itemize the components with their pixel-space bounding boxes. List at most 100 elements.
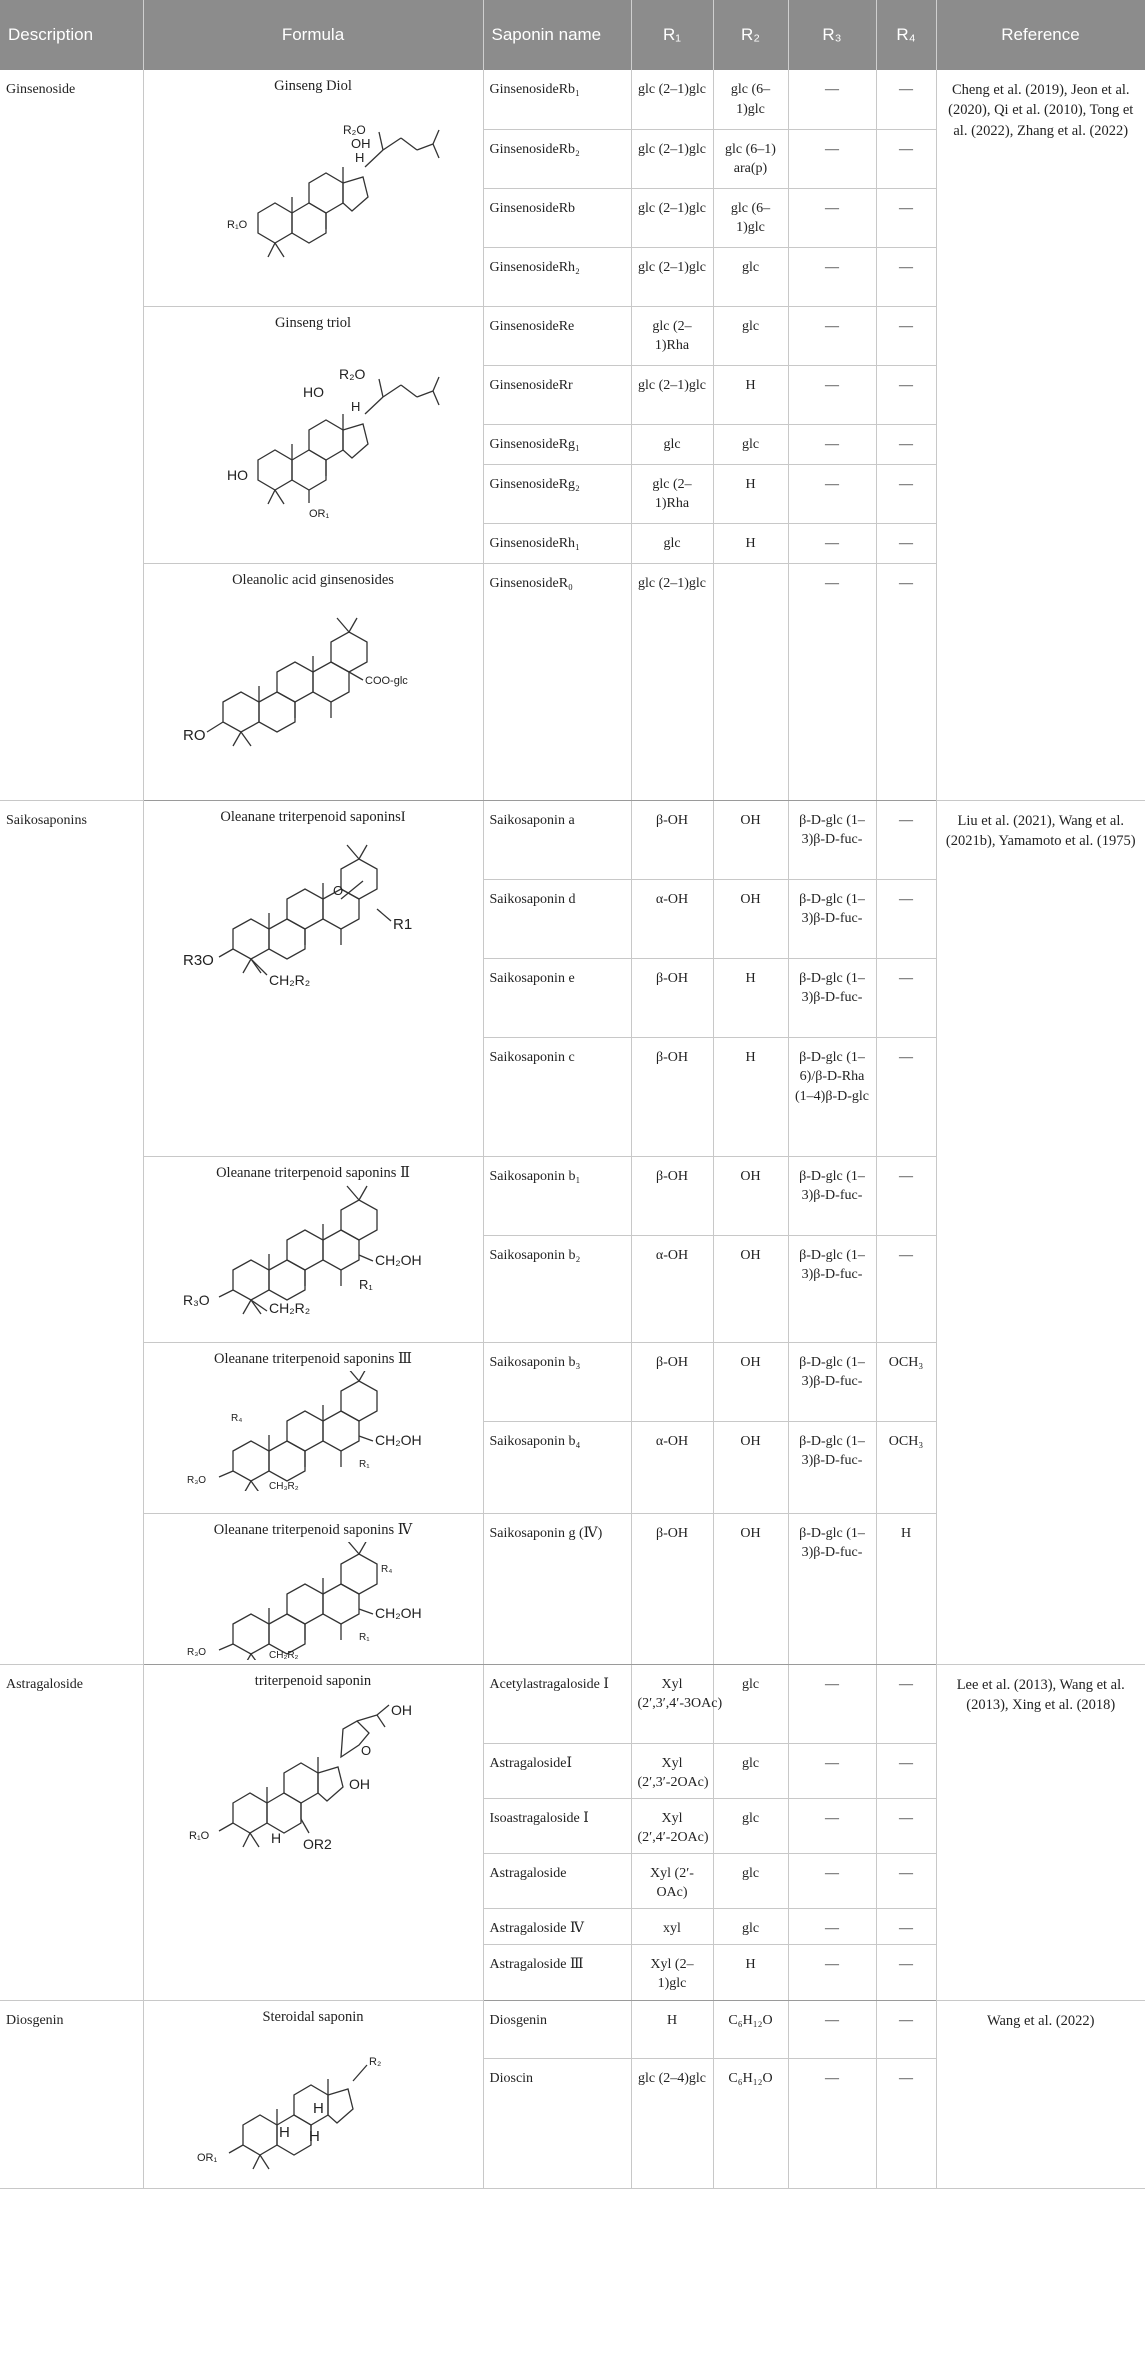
r1-value: Xyl (2′,4′-2OAc) <box>631 1798 714 1854</box>
r1-value: xyl <box>631 1908 714 1945</box>
r2-value: H <box>713 1037 789 1157</box>
saponin-name: GinsenosideRb <box>483 188 632 248</box>
r1-value: glc (2–1)glc <box>631 247 714 307</box>
label-ho: HO <box>303 384 324 400</box>
oleanolic-acid-structure: COO-glc RO <box>183 617 408 747</box>
formula-oleanane-saponins-4: Oleanane triterpenoid saponins Ⅳ R₄ CH₂O… <box>143 1513 484 1665</box>
saponin-name: Saikosaponin b₄ <box>483 1421 632 1514</box>
r2-value: OH <box>713 1513 789 1665</box>
table-row: GinsenosideRr glc (2–1)glc H — — <box>0 365 1145 425</box>
r2-value: OH <box>713 1235 789 1343</box>
r4-value: — <box>876 958 937 1038</box>
r2-value: glc <box>713 1743 789 1799</box>
r4-value: — <box>876 365 937 425</box>
r1-value: glc (2–1)Rha <box>631 306 714 366</box>
label-r1: R1 <box>393 916 412 933</box>
saponin-name: GinsenosideRh₁ <box>483 523 632 564</box>
label-r3o: R₃O <box>183 1292 210 1308</box>
label-ch2r2: CH₂R₂ <box>269 1650 299 1660</box>
table-row: Saikosaponin d α-OH OH β-D-glc (1–3)β-D-… <box>0 879 1145 959</box>
r3-value: — <box>788 1944 877 2001</box>
saponin-name: GinsenosideRg₁ <box>483 424 632 465</box>
table-row: Oleanane triterpenoid saponins Ⅳ R₄ CH₂O… <box>0 1513 1145 1665</box>
r4-value: — <box>876 2058 937 2189</box>
header-r4: R₄ <box>876 0 937 70</box>
label-r3o: R₃O <box>187 1475 206 1486</box>
r4-value: — <box>876 1235 937 1343</box>
r2-value: H <box>713 523 789 564</box>
table-row: GinsenosideRg₁ glc glc — — <box>0 424 1145 465</box>
header-row: Description Formula Saponin name R₁ R₂ R… <box>0 0 1145 70</box>
r4-value: — <box>876 1156 937 1236</box>
label-coo-glc: COO-glc <box>365 675 408 687</box>
saponin-name: Saikosaponin c <box>483 1037 632 1157</box>
r1-value: α-OH <box>631 1235 714 1343</box>
r4-value: — <box>876 129 937 189</box>
r1-value: glc (2–1)glc <box>631 129 714 189</box>
label-oh: OH <box>351 136 371 151</box>
saponin-name: Saikosaponin a <box>483 800 632 880</box>
r1-value: glc <box>631 523 714 564</box>
saponin-name: Dioscin <box>483 2058 632 2189</box>
r3-value: — <box>788 365 877 425</box>
r3-value: — <box>788 129 877 189</box>
r2-value: H <box>713 365 789 425</box>
r4-value: — <box>876 188 937 248</box>
oleanane-saponin-1-structure: O R1 R3O CH₂R₂ <box>183 844 412 988</box>
header-r1: R₁ <box>631 0 714 70</box>
label-ch2oh: CH₂OH <box>375 1252 422 1268</box>
formula-steroidal-saponin: Steroidal saponin R₂ H H H OR₁ <box>143 2000 484 2189</box>
saponin-name: Saikosaponin b₃ <box>483 1342 632 1422</box>
reference-diosgenin: Wang et al. (2022) <box>936 2000 1145 2189</box>
header-description: Description <box>0 0 144 70</box>
r3-value: — <box>788 2058 877 2189</box>
table-row: Dioscin glc (2–4)glc C₆H₁₂O — — <box>0 2058 1145 2189</box>
table-row: GinsenosideRh₁ glc H — — <box>0 523 1145 564</box>
label-r4: R₄ <box>381 1564 392 1575</box>
saponin-name: AstragalosideⅠ <box>483 1743 632 1799</box>
table-row: Astragaloside Ⅳ xyl glc — — <box>0 1908 1145 1945</box>
r3-value: β-D-glc (1–6)/β-D-Rha (1–4)β-D-glc <box>788 1037 877 1157</box>
diosgenin-structure: R₂ H H H OR₁ <box>197 2056 381 2170</box>
saponin-name: Astragaloside Ⅳ <box>483 1908 632 1945</box>
label-h: H <box>351 399 360 414</box>
r2-value <box>713 563 789 801</box>
r4-value: — <box>876 1798 937 1854</box>
r4-value: — <box>876 800 937 880</box>
r2-value: H <box>713 1944 789 2001</box>
table-row: Saikosaponin e β-OH H β-D-glc (1–3)β-D-f… <box>0 958 1145 1038</box>
astragaloside-structure: OH O OH R₁O H OR2 <box>189 1702 412 1852</box>
table-row: Ginseng triol HO R₂O H HO OR₁ <box>0 306 1145 564</box>
table-row: GinsenosideRb₂ glc (2–1)glc glc (6–1) ar… <box>0 129 1145 189</box>
r2-value: OH <box>713 1156 789 1236</box>
label-o: O <box>333 883 343 898</box>
saponin-table: Description Formula Saponin name R₁ R₂ R… <box>0 0 1145 2189</box>
description-saikosaponins: Saikosaponins <box>0 800 144 1665</box>
r2-value: OH <box>713 800 789 880</box>
header-r3: R₃ <box>788 0 877 70</box>
r4-value: — <box>876 1037 937 1157</box>
label-h: H <box>309 2128 320 2145</box>
table-row: Astragaloside triterpenoid saponin OH O … <box>0 1664 1145 2001</box>
formula-oleanane-saponins-1: Oleanane triterpenoid saponinsI O R1 R3O… <box>143 800 484 1157</box>
r4-value: — <box>876 523 937 564</box>
r3-value: β-D-glc (1–3)β-D-fuc- <box>788 1513 877 1665</box>
formula-label: triterpenoid saponin <box>254 1672 372 1689</box>
r2-value: glc <box>713 1853 789 1909</box>
oleanane-saponin-4-structure: R₄ CH₂OH R₁ R₃O CH₂R₂ <box>187 1541 422 1660</box>
saponin-name: GinsenosideRg₂ <box>483 464 632 524</box>
label-h: H <box>313 2100 324 2117</box>
label-oh: OH <box>391 1702 412 1718</box>
r4-value: — <box>876 424 937 465</box>
saponin-name: Acetylastragaloside Ⅰ <box>483 1664 632 1744</box>
r3-value: — <box>788 247 877 307</box>
label-ch2oh: CH₂OH <box>375 1605 422 1621</box>
table-row: Saikosaponin c β-OH H β-D-glc (1–6)/β-D-… <box>0 1037 1145 1157</box>
r3-value: β-D-glc (1–3)β-D-fuc- <box>788 879 877 959</box>
formula-ginseng-diol: Ginseng Diol R₂O OH H R₁O <box>143 70 484 307</box>
table-row: Oleanolic acid ginsenosides COO-glc RO G… <box>0 563 1145 801</box>
label-or1: OR₁ <box>197 2152 218 2164</box>
header-formula: Formula <box>143 0 484 70</box>
reference-ginsenoside: Cheng et al. (2019), Jeon et al. (2020),… <box>936 70 1145 801</box>
r4-value: — <box>876 563 937 801</box>
